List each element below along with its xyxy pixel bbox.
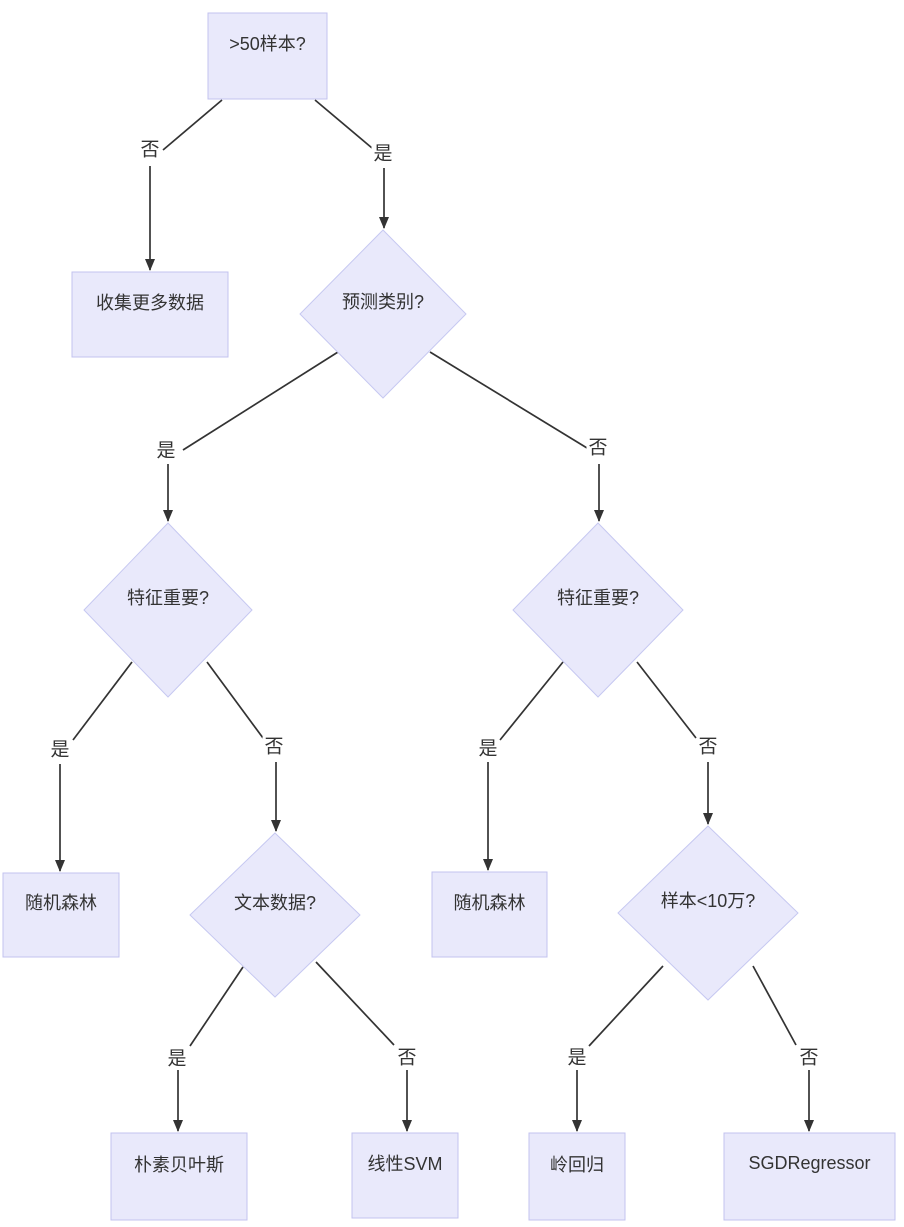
edge-samples-no — [752, 965, 814, 1132]
edge-feat-left-no — [206, 661, 281, 832]
edge-label-predict-no: 否 — [586, 437, 610, 459]
node-naive-bayes-shape — [110, 1132, 248, 1221]
edge-textdata-no — [315, 961, 412, 1132]
node-features-important-left-shape — [83, 522, 253, 698]
edge-root-yes — [314, 99, 389, 229]
edge-label-textdata-no: 否 — [395, 1047, 419, 1069]
edge-label-feat-right-yes: 是 — [476, 738, 500, 760]
edge-feat-left-yes — [55, 661, 133, 872]
node-collect-more-data-shape — [71, 271, 229, 358]
node-text-data-shape — [189, 832, 361, 998]
edge-label-root-no: 否 — [138, 139, 162, 161]
node-samples-lt-100k-shape — [617, 825, 799, 1001]
edge-samples-yes — [572, 965, 664, 1132]
node-random-forest-left-shape — [2, 872, 120, 958]
edge-label-samples-no: 否 — [797, 1047, 821, 1069]
edge-predict-no — [429, 351, 604, 522]
node-predict-category-shape — [299, 229, 467, 399]
node-sgd-regressor-shape — [723, 1132, 896, 1221]
edge-label-textdata-yes: 是 — [165, 1048, 189, 1070]
edge-label-feat-right-no: 否 — [696, 736, 720, 758]
edge-root-no — [145, 99, 223, 271]
edge-feat-right-yes — [483, 661, 564, 871]
edge-predict-yes — [163, 351, 339, 522]
edge-label-predict-yes: 是 — [154, 440, 178, 462]
node-gt50-samples-shape — [207, 12, 328, 100]
node-linear-svm-shape — [351, 1132, 459, 1219]
node-random-forest-right-shape — [431, 871, 548, 958]
edge-label-samples-yes: 是 — [565, 1047, 589, 1069]
edge-textdata-yes — [173, 966, 244, 1132]
edge-label-feat-left-yes: 是 — [48, 739, 72, 761]
edge-label-root-yes: 是 — [371, 143, 395, 165]
node-ridge-regression-shape — [528, 1132, 626, 1221]
edge-feat-right-no — [636, 661, 713, 825]
node-features-important-right-shape — [512, 522, 684, 698]
edge-label-feat-left-no: 否 — [262, 736, 286, 758]
